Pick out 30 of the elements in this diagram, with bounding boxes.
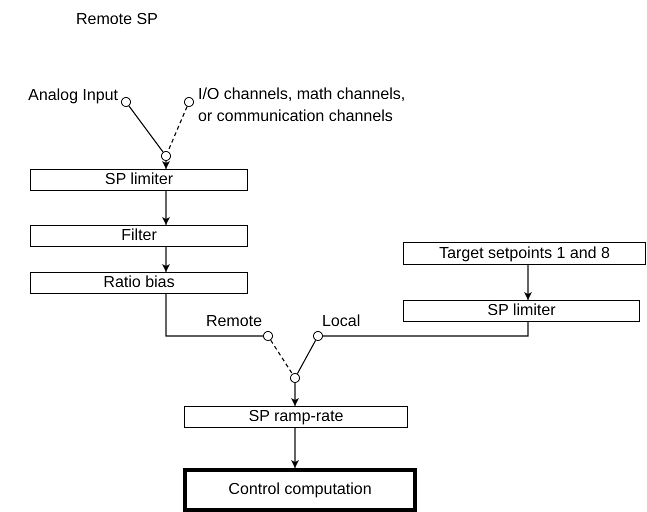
connector-line [128, 106, 164, 152]
switch-label: Analog Input [27, 86, 118, 106]
process-box: Control computation [183, 468, 417, 512]
process-box: Target setpoints 1 and 8 [403, 242, 646, 265]
switch-contact [263, 331, 273, 341]
connector-line [167, 106, 188, 152]
connector-line [165, 294, 263, 337]
switch-contact [121, 97, 131, 107]
arrow [162, 247, 170, 272]
switch-contact [290, 373, 300, 383]
switch-contact [184, 97, 194, 107]
process-box: Ratio bias [30, 272, 248, 294]
arrow [291, 428, 299, 468]
group-heading: Remote SP [76, 10, 158, 30]
connector-line [296, 340, 316, 374]
connector-line [270, 340, 293, 374]
switch-label: I/O channels, math channels, or communication channels [198, 85, 406, 127]
process-box: SP ramp-rate [184, 406, 408, 428]
arrow [524, 265, 532, 300]
arrow [162, 161, 170, 169]
switch-label: Remote [204, 312, 262, 332]
process-box: Filter [30, 225, 248, 247]
arrow [162, 191, 170, 225]
switch-contact [161, 151, 171, 161]
switch-contact [313, 331, 323, 341]
process-box: SP limiter [30, 169, 248, 191]
process-box: SP limiter [403, 300, 640, 322]
switch-label: Local [322, 312, 362, 332]
arrow [291, 383, 299, 406]
connector-line [323, 322, 529, 337]
